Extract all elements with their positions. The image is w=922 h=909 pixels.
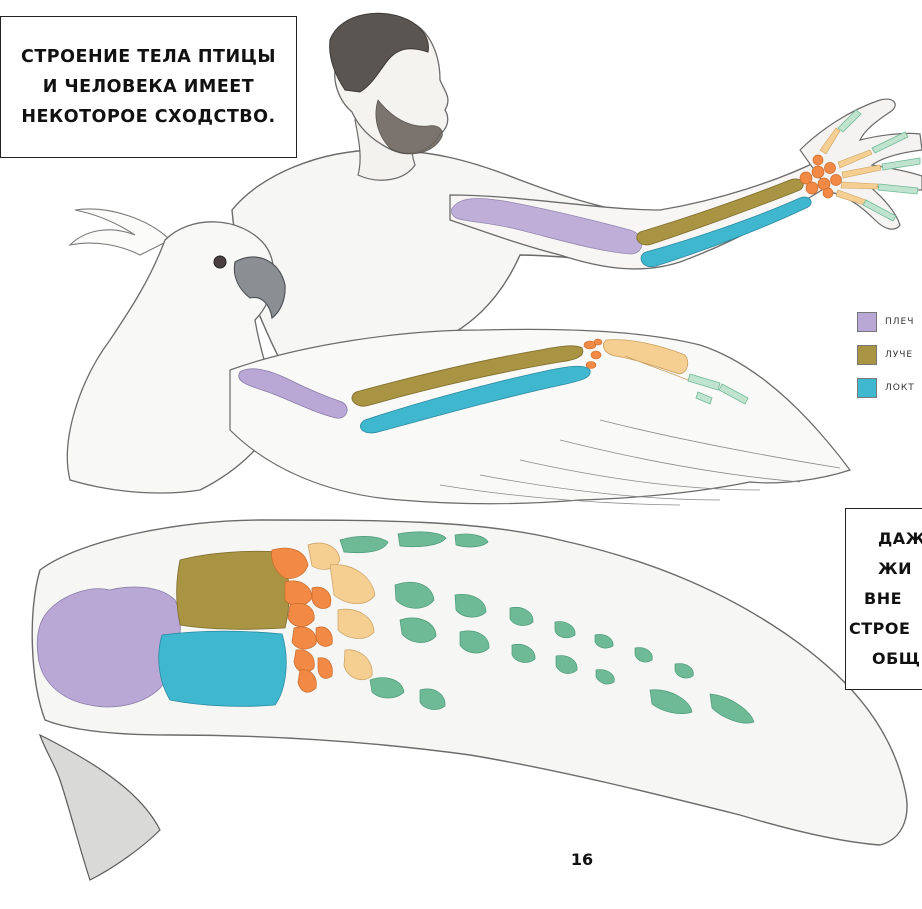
legend-item-humerus: ПЛЕЧ [857, 312, 914, 332]
parrot-crest [70, 209, 170, 255]
whale-fluke [40, 735, 160, 880]
caption-right-line-5: ОБЩ [846, 644, 922, 674]
caption-top-line-1: СТРОЕНИЕ ТЕЛА ПТИЦЫ [1, 42, 296, 72]
legend-item-ulna: ЛОКТ [857, 378, 915, 398]
legend-label-radius: ЛУЧЕ [885, 350, 913, 360]
human-figure [232, 13, 922, 360]
legend-swatch-ulna [857, 378, 877, 398]
legend-label-humerus: ПЛЕЧ [885, 317, 914, 327]
legend-swatch-humerus [857, 312, 877, 332]
whale-humerus [37, 587, 180, 707]
caption-right-line-4: СТРОЕ [846, 614, 922, 644]
legend-item-radius: ЛУЧЕ [857, 345, 913, 365]
page-number: 16 [560, 850, 604, 869]
caption-right-line-1: ДАЖ [846, 524, 922, 554]
whale-radius [177, 551, 290, 629]
caption-right: ДАЖ ЖИ ВНЕ СТРОЕ ОБЩ [845, 508, 922, 690]
caption-right-line-3: ВНЕ [846, 584, 922, 614]
legend-label-ulna: ЛОКТ [885, 383, 915, 393]
whale-flipper-figure [32, 520, 907, 880]
whale-ulna [159, 631, 286, 706]
caption-right-line-2: ЖИ [846, 554, 922, 584]
legend-swatch-radius [857, 345, 877, 365]
caption-top-line-3: НЕКОТОРОЕ СХОДСТВО. [1, 102, 296, 132]
parrot-eye [214, 256, 226, 268]
caption-top-left: СТРОЕНИЕ ТЕЛА ПТИЦЫ И ЧЕЛОВЕКА ИМЕЕТ НЕК… [0, 16, 297, 158]
caption-top-line-2: И ЧЕЛОВЕКА ИМЕЕТ [1, 72, 296, 102]
